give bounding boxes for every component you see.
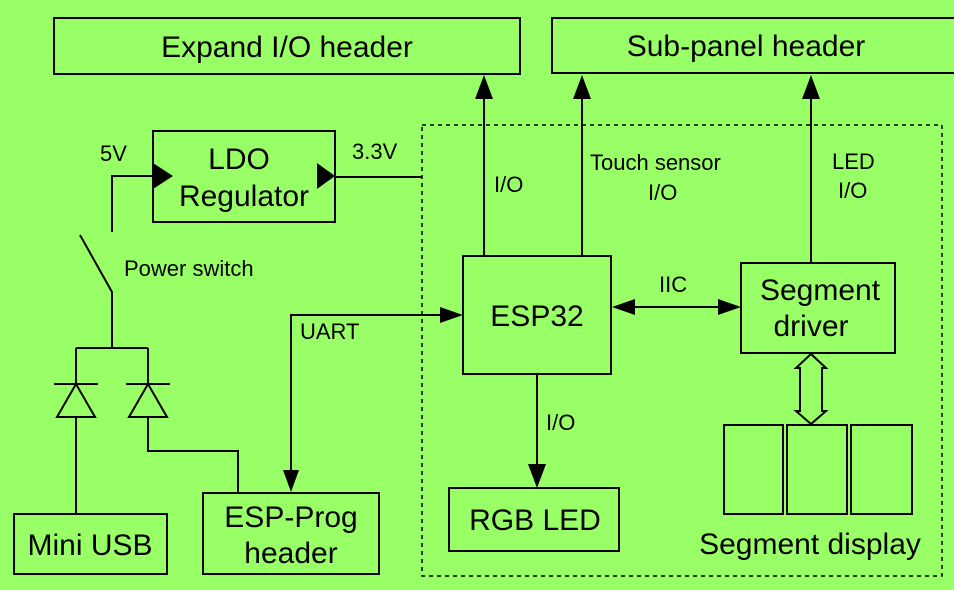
power-switch-label: Power switch (124, 256, 254, 281)
mini-usb-label: Mini USB (27, 529, 152, 562)
power-switch-symbol (79, 234, 113, 348)
segment-driver-label-line1: Segment (760, 274, 881, 307)
ldo-output-arrowhead (317, 163, 335, 189)
esp-prog-label-line2: header (244, 537, 337, 570)
rgb-led-block: RGB LED (448, 487, 620, 552)
expand-io-header-label: Expand I/O header (161, 31, 413, 64)
uart-label: UART (300, 319, 360, 344)
expand-io-header-block: Expand I/O header (53, 17, 521, 75)
touch-sensor-label-line1: Touch sensor (590, 150, 721, 175)
expand-io-arrowhead (475, 75, 493, 99)
wire-5v (111, 175, 153, 232)
touch-arrowhead (573, 75, 591, 99)
iic-label: IIC (659, 272, 687, 297)
esp-prog-header-block: ESP-Prog header (202, 492, 380, 575)
segment-display-block: Segment display (699, 424, 921, 561)
bus-double-arrow-icon (793, 352, 829, 426)
io-expand-label: I/O (494, 172, 523, 197)
rgb-arrowhead (528, 464, 546, 488)
esp32-block: ESP32 (462, 255, 612, 375)
esp-prog-label-line1: ESP-Prog (224, 501, 357, 534)
board-boundary (421, 124, 943, 577)
uart-arrowhead-right (440, 307, 463, 323)
sub-panel-header-label: Sub-panel header (627, 30, 866, 63)
segment-display-label: Segment display (699, 528, 921, 561)
sub-panel-header-block: Sub-panel header (551, 17, 954, 74)
wire-uart (290, 314, 448, 480)
segment-driver-label-line2: driver (773, 310, 848, 343)
ldo-label-line1: LDO (208, 143, 270, 176)
led-arrowhead (802, 75, 820, 99)
rgb-led-label: RGB LED (469, 504, 601, 537)
ldo-label-line2: Regulator (179, 180, 309, 213)
led-io-label-line2: I/O (838, 178, 867, 203)
segment-digit-3 (850, 424, 913, 515)
mini-usb-block: Mini USB (13, 513, 168, 575)
led-io-label-line1: LED (832, 149, 875, 174)
iic-arrowhead-left (612, 299, 635, 315)
segment-digit-1 (723, 424, 784, 515)
segment-digit-2 (786, 424, 848, 515)
touch-sensor-label-line2: I/O (648, 180, 677, 205)
diode-2-icon (126, 381, 239, 492)
io-rgb-label: I/O (546, 410, 575, 435)
uart-arrowhead-down (283, 470, 299, 492)
diode-1-icon (54, 381, 98, 514)
label-3-3v: 3.3V (352, 139, 398, 164)
esp32-label: ESP32 (490, 300, 583, 333)
ldo-input-arrowhead (153, 163, 173, 189)
segment-driver-block: Segment driver (740, 262, 896, 354)
label-5v: 5V (100, 141, 127, 166)
ldo-regulator-block: LDO Regulator (152, 130, 336, 223)
iic-arrowhead-right (718, 299, 741, 315)
